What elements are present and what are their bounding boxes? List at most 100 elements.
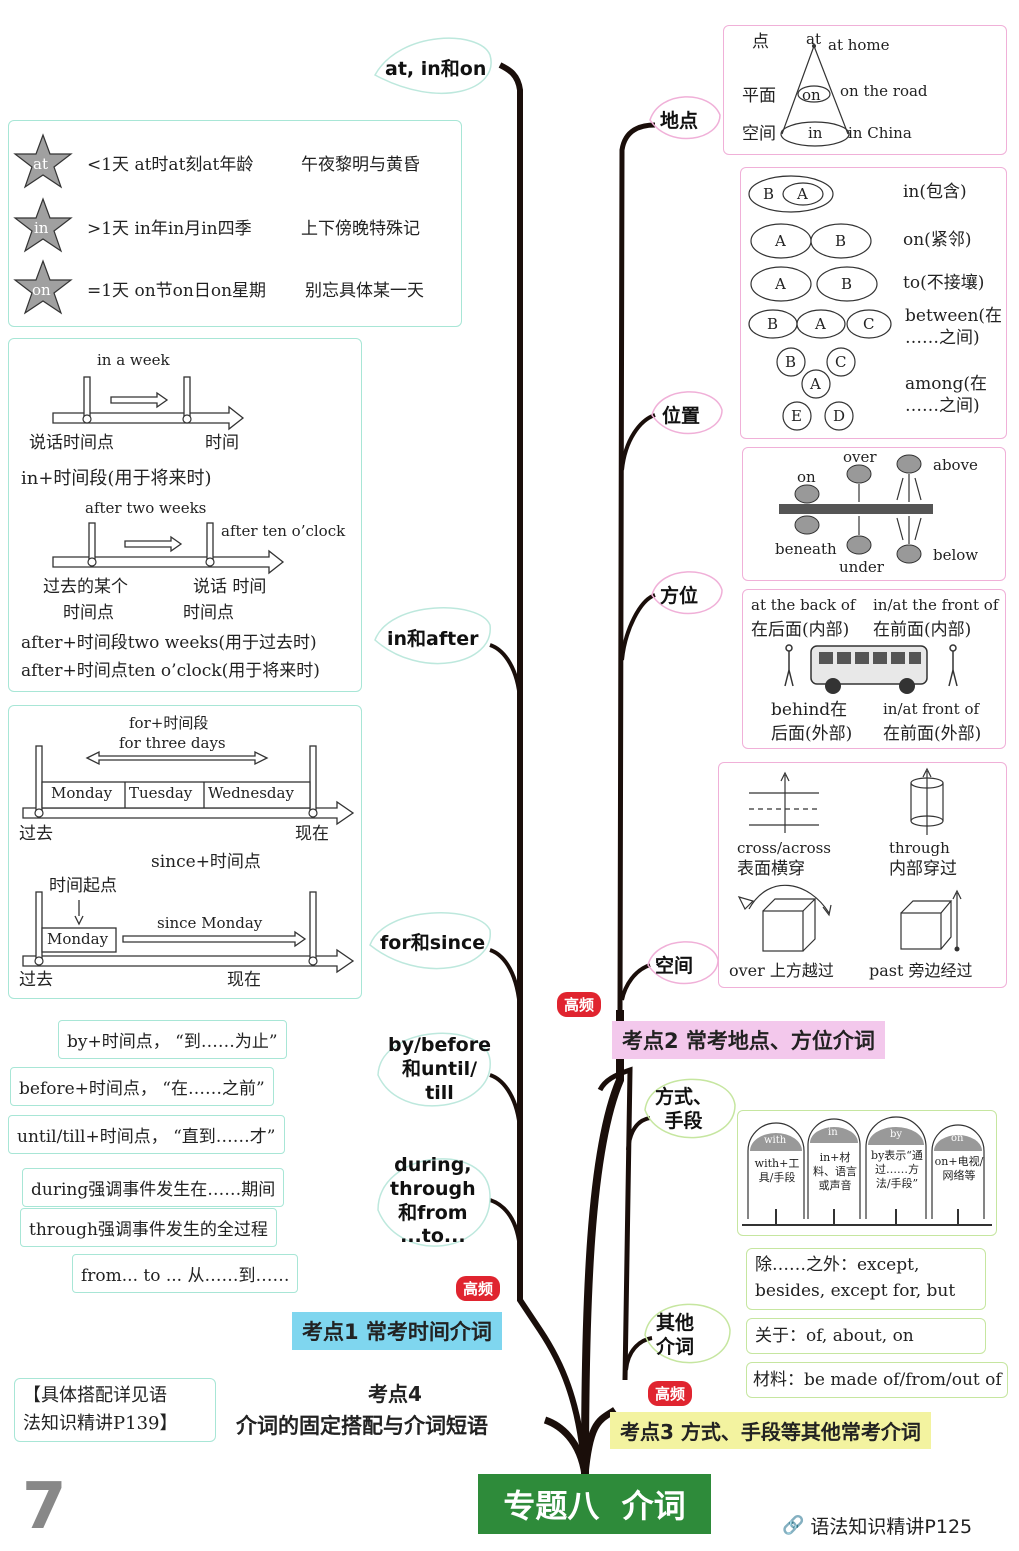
row-by: by+时间点， “到……为止”: [58, 1020, 287, 1059]
kaodian4-subtitle: 介词的固定搭配与介词短语: [236, 1414, 488, 1438]
label-speak: 说话 时间: [193, 577, 267, 597]
row-before: before+时间点， “在……之前”: [10, 1067, 274, 1106]
label-above: above: [933, 456, 978, 474]
label-for-rule: for+时间段: [129, 714, 209, 732]
kaodian3-title: 考点3 方式、手段等其他常考介词: [610, 1412, 931, 1449]
position-box: B A A B A B B A C B C A E D in(包含) on(紧邻…: [740, 167, 1007, 439]
star-word: at: [33, 155, 48, 173]
direction-diagram: [779, 454, 933, 564]
footer-ref[interactable]: 🔗 语法知识精讲P125: [782, 1512, 972, 1539]
branch-by-before: by/before 和until/ till: [388, 1034, 491, 1104]
set-label: B: [767, 315, 779, 333]
set-label: A: [815, 315, 826, 333]
label-speak-2: 时间点: [183, 603, 234, 623]
label-behind-cn: 后面(外部): [771, 724, 853, 744]
kaodian1-title: 考点1 常考时间介词: [292, 1312, 502, 1350]
way-word: in: [828, 1127, 838, 1138]
label-front-of-out-cn: 在前面(外部): [883, 724, 982, 744]
set-label: D: [833, 407, 846, 425]
place-box: 点 at at home 平面 on on the road 空间 in in …: [723, 25, 1007, 155]
label-on: on: [797, 468, 816, 486]
set-label: B: [835, 232, 847, 250]
branch-place: 地点: [660, 110, 699, 132]
label-back-of: at the back of: [751, 596, 856, 614]
except-line-2: besides, except for, but: [755, 1281, 956, 1301]
label-to-apart: to(不接壤): [903, 273, 985, 293]
star-icon: [13, 197, 73, 253]
space-diagram: [737, 767, 962, 952]
except-box: 除……之外：except, besides, except for, but: [746, 1248, 986, 1310]
label-speak-point: 说话时间点: [29, 433, 114, 453]
label-time: 时间: [205, 433, 239, 453]
label-kongjian: 空间: [742, 124, 776, 144]
label-over: over: [843, 448, 877, 466]
set-label: C: [863, 315, 875, 333]
label-past: 过去: [19, 970, 53, 990]
set-label: B: [763, 185, 775, 203]
for-since-timeline: [22, 745, 355, 974]
label-front-of-out: in/at front of: [883, 700, 980, 718]
label-for-three-days: for three days: [119, 734, 226, 752]
star-icons: [13, 133, 73, 315]
label-between-1: between(在: [905, 306, 1003, 326]
label-through-cn: 内部穿过: [889, 859, 957, 879]
star-rhyme: 上下傍晚特殊记: [301, 219, 420, 239]
label-at: at: [806, 30, 821, 48]
note-box: 【具体搭配详见语 法知识精讲P139】: [14, 1378, 216, 1442]
label-in-contain: in(包含): [903, 182, 967, 202]
set-label: A: [775, 275, 786, 293]
day-label: Tuesday: [129, 784, 193, 802]
label-beneath: beneath: [775, 540, 837, 558]
label-pingmian: 平面: [742, 86, 776, 106]
star-rule: =1天 on节on日on星期: [87, 281, 267, 301]
branch-other: 其他 介词: [656, 1312, 695, 1358]
material-box: 材料：be made of/from/out of: [746, 1362, 1008, 1398]
direction-box: over above on beneath under below: [742, 447, 1006, 581]
star-icon: [13, 133, 73, 189]
label-in-a-week: in a week: [97, 351, 170, 369]
label-monday: Monday: [47, 930, 109, 948]
hot-badge: 高频: [648, 1381, 693, 1406]
branch-position: 位置: [662, 405, 701, 427]
link-icon: 🔗: [782, 1515, 805, 1536]
label-among-1: among(在: [905, 374, 987, 394]
footer-ref-label: 语法知识精讲P125: [810, 1516, 973, 1538]
label-behind: behind在: [771, 700, 848, 720]
star-rhyme: 午夜黎明与黄昏: [301, 155, 420, 175]
label-dian: 点: [752, 32, 769, 52]
kaodian4-title: 考点4: [368, 1382, 422, 1406]
label-over-space: over 上方越过: [729, 961, 834, 980]
way-desc: with+工具/手段: [754, 1157, 800, 1184]
label-between-2: ……之间): [905, 328, 980, 348]
branch-direction: 方位: [660, 585, 699, 607]
for-since-box: for+时间段 for three days Monday Tuesday We…: [8, 705, 362, 999]
about-line: 关于：of, about, on: [755, 1326, 914, 1346]
note-line-1: 【具体搭配详见语: [23, 1385, 167, 1406]
label-on-adjacent: on(紧邻): [903, 230, 972, 250]
kaodian2-title: 考点2 常考地点、方位介词: [612, 1021, 885, 1059]
way-word: with: [764, 1135, 787, 1146]
label-cross: cross/across: [737, 839, 831, 857]
label-after-ten: after ten o’clock: [221, 522, 346, 540]
label-after-two-weeks: after two weeks: [85, 499, 207, 517]
branch-way: 方式、 手段: [655, 1086, 713, 1132]
set-label: E: [791, 407, 802, 425]
row-through: through强调事件发生的全过程: [20, 1208, 277, 1247]
way-pillars: [742, 1116, 992, 1226]
star-rhyme: 别忘具体某一天: [305, 281, 424, 301]
label-past-point-2: 时间点: [63, 603, 114, 623]
star-rule: >1天 in年in月in四季: [87, 219, 252, 239]
row-during: during强调事件发生在……期间: [22, 1168, 285, 1207]
label-now: 现在: [227, 970, 261, 990]
in-after-timeline: [52, 376, 285, 575]
label-past: 过去: [19, 824, 53, 844]
way-desc: in+材料、语言或声音: [813, 1151, 857, 1192]
star-word: in: [34, 219, 49, 237]
way-desc: on+电视/网络等: [934, 1155, 984, 1182]
label-cross-cn: 表面横穿: [737, 859, 805, 879]
label-under: under: [839, 558, 884, 576]
set-diagrams: [748, 175, 892, 431]
set-label: B: [785, 353, 797, 371]
set-label: A: [810, 375, 821, 393]
